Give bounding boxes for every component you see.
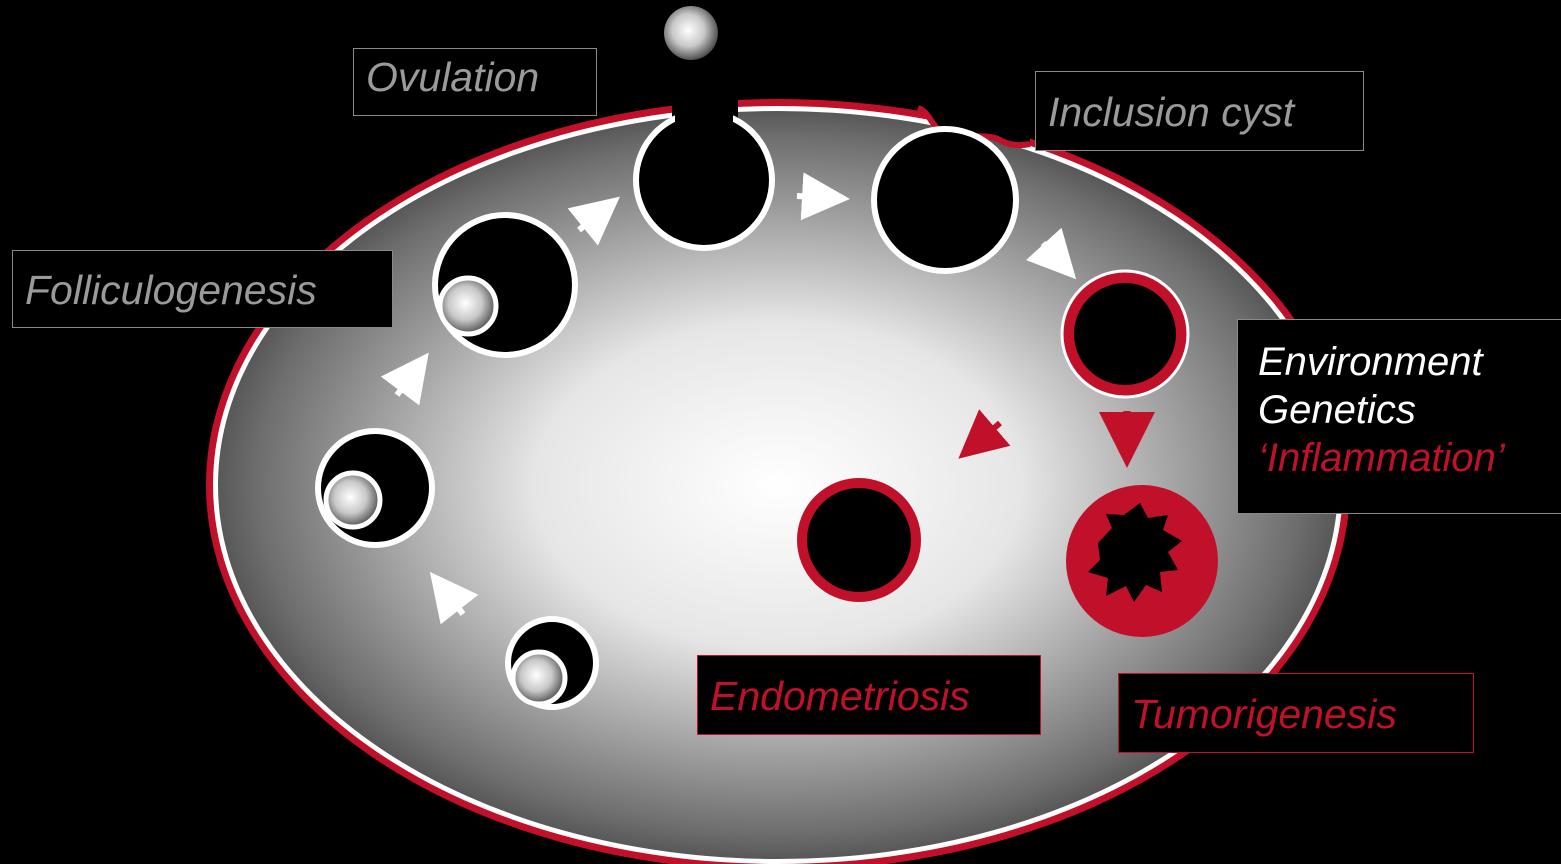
risk-factors-box: Environment Genetics ‘Inflammation’ xyxy=(1237,319,1561,514)
inflamed-cyst xyxy=(1062,271,1188,397)
inclusion-cyst-label: Inclusion cyst xyxy=(1035,71,1364,151)
inclusion-cyst xyxy=(874,129,1016,271)
environment-text: Environment xyxy=(1258,338,1561,386)
tumor-cyst xyxy=(1066,485,1218,637)
endometriotic-cyst xyxy=(802,483,916,597)
primordial-follicle xyxy=(508,619,596,707)
released-oocyte xyxy=(664,6,718,60)
arrow-4 xyxy=(797,196,832,198)
antral-follicle xyxy=(435,215,575,355)
endometriosis-label: Endometriosis xyxy=(697,655,1041,735)
genetics-text: Genetics xyxy=(1258,386,1561,434)
ovulation-label: Ovulation xyxy=(353,48,597,116)
folliculogenesis-label: Folliculogenesis xyxy=(12,250,393,328)
primary-follicle xyxy=(318,431,432,545)
tumorigenesis-label: Tumorigenesis xyxy=(1118,673,1474,753)
inflammation-text: ‘Inflammation’ xyxy=(1258,434,1561,482)
